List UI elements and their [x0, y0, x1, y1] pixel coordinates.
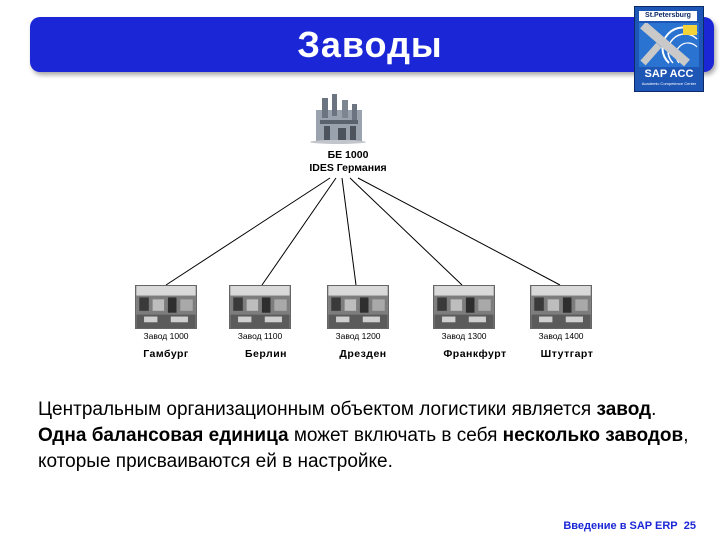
logo-brand: SAP ACC	[644, 68, 694, 80]
company-code-id: БЕ 1000	[327, 149, 369, 161]
plant-city: Штутгарт	[540, 348, 594, 360]
plant-code: Завод 1000	[143, 331, 189, 341]
page-number: 25	[683, 520, 696, 532]
desc-part-4: , которые присваиваются ей в настройке.	[38, 425, 689, 472]
footer: Введение в SAP ERP 25	[563, 520, 696, 532]
company-code-factory-icon	[308, 92, 368, 144]
sap-acc-logo: St.Petersburg SAP ACC Academic Competenc…	[634, 6, 704, 92]
plant-code: Завод 1300	[441, 331, 487, 341]
connector-line-1300	[349, 177, 463, 286]
plant-node: Завод 1200	[327, 285, 389, 341]
plant-photo-icon	[229, 285, 291, 329]
plant-code: Завод 1200	[335, 331, 381, 341]
description-text: Центральным организационным объектом лог…	[38, 397, 698, 475]
desc-part-2: .	[651, 399, 657, 420]
connector-line-1200	[341, 177, 357, 286]
desc-bold-several-plants: несколько заводов	[502, 425, 684, 446]
connector-line-1100	[261, 177, 337, 286]
logo-subtitle: Academic Competence Center	[641, 81, 697, 86]
connector-line-1000	[165, 177, 331, 286]
desc-bold-plant: завод	[596, 399, 652, 420]
page-title: Заводы	[297, 24, 443, 65]
plant-city: Франкфурт	[443, 348, 507, 360]
desc-part-3: может включать в себя	[288, 425, 503, 446]
desc-part-1: Центральным организационным объектом лог…	[38, 399, 597, 420]
plant-photo-icon	[135, 285, 197, 329]
plant-photo-icon	[433, 285, 495, 329]
plant-photo-icon	[530, 285, 592, 329]
plant-node: Завод 1300	[433, 285, 495, 341]
logo-art-icon	[639, 23, 699, 67]
logo-city: St.Petersburg	[639, 11, 697, 21]
company-code-label: БЕ 1000 IDES Германия	[268, 149, 428, 175]
plant-city: Гамбург	[143, 348, 189, 360]
plant-node: Завод 1100	[229, 285, 291, 341]
plant-city: Берлин	[244, 348, 287, 360]
company-code-name: IDES Германия	[309, 162, 387, 174]
footer-label: Введение в SAP ERP	[563, 520, 678, 532]
connector-line-1400	[357, 177, 561, 286]
plant-code: Завод 1400	[538, 331, 584, 341]
plant-city: Дрезден	[339, 348, 387, 360]
plant-node: Завод 1400	[530, 285, 592, 341]
plant-node: Завод 1000	[135, 285, 197, 341]
title-bar: Заводы	[30, 17, 714, 72]
plant-photo-icon	[327, 285, 389, 329]
desc-bold-company-code: Одна балансовая единица	[38, 425, 289, 446]
plant-code: Завод 1100	[237, 331, 283, 341]
